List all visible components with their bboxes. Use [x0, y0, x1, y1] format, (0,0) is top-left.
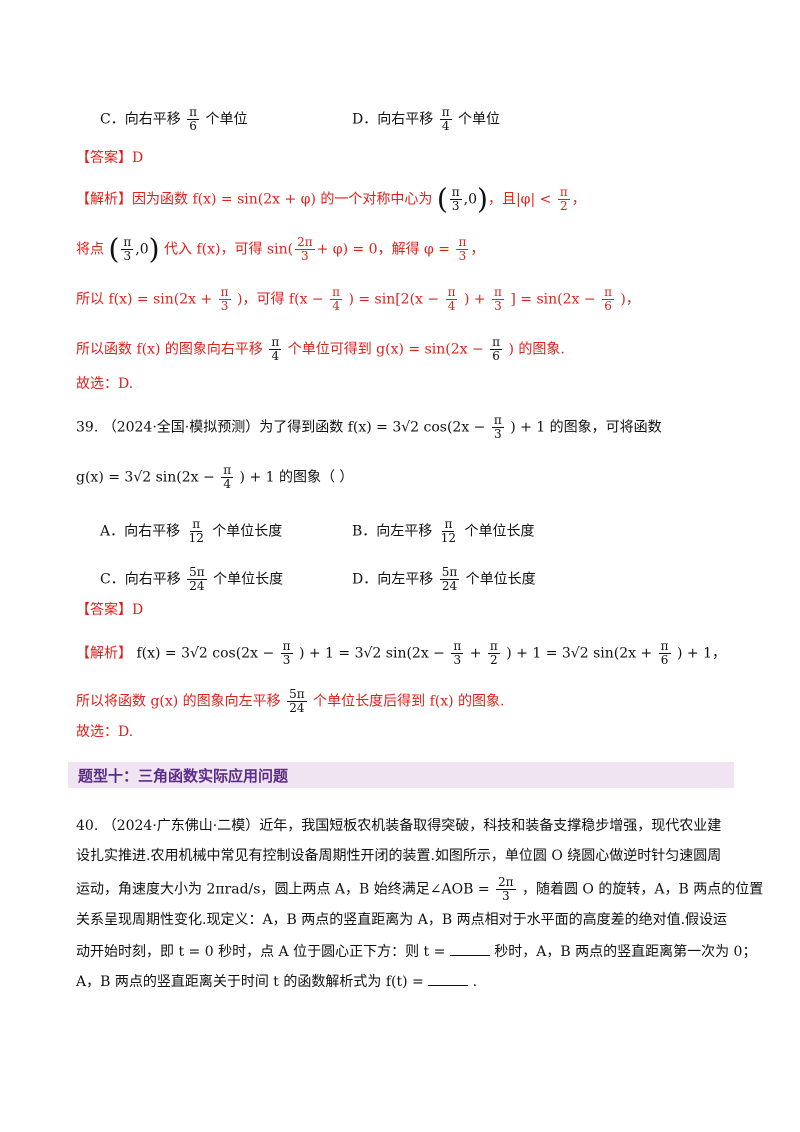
q38-answer: 【答案】D — [76, 150, 144, 166]
q40-line-2: 设扎实推进.农用机械中常见有控制设备周期性开闭的装置.如图所示，单位圆 O 绕圆… — [76, 848, 722, 864]
q39-choose: 故选：D. — [76, 724, 134, 740]
answer-blank-2[interactable] — [428, 985, 469, 986]
q39-analysis-label: 【解析】 — [76, 645, 132, 662]
q40-line-5: 动开始时刻，即 t = 0 秒时，点 A 位于圆心正下方：则 t = 秒时，A，… — [76, 944, 757, 960]
q40-line-3: 运动，角速度大小为 2πrad/s，圆上两点 A，B 始终满足∠AOB = 2π… — [76, 875, 764, 903]
section-heading: 题型十：三角函数实际应用问题 — [68, 762, 734, 788]
q38-choose: 故选：D. — [76, 376, 134, 392]
q38-option-c-label: C．向右平移 — [100, 111, 181, 128]
answer-blank-1[interactable] — [449, 955, 490, 956]
q39-answer: 【答案】D — [76, 602, 144, 618]
q40-line-4: 关系呈现周期性变化.现定义：A，B 两点的竖直距离为 A，B 两点相对于水平面的… — [76, 912, 728, 928]
section-heading-text: 题型十：三角函数实际应用问题 — [78, 767, 289, 785]
q38-analysis-label: 【解析】 — [76, 191, 132, 208]
q40-line-6: A，B 两点的竖直距离关于时间 t 的函数解析式为 f(t) = . — [76, 974, 478, 990]
q40-line-1: 40. （2024·广东佛山·二模）近年，我国短板农机装备取得突破，科技和装备支… — [76, 818, 722, 834]
q39-stem-line-1: 39. （2024·全国·模拟预测）为了得到函数 f(x) = 3√2 cos(… — [76, 413, 662, 441]
q38-option-d-label: D．向右平移 — [352, 111, 434, 128]
